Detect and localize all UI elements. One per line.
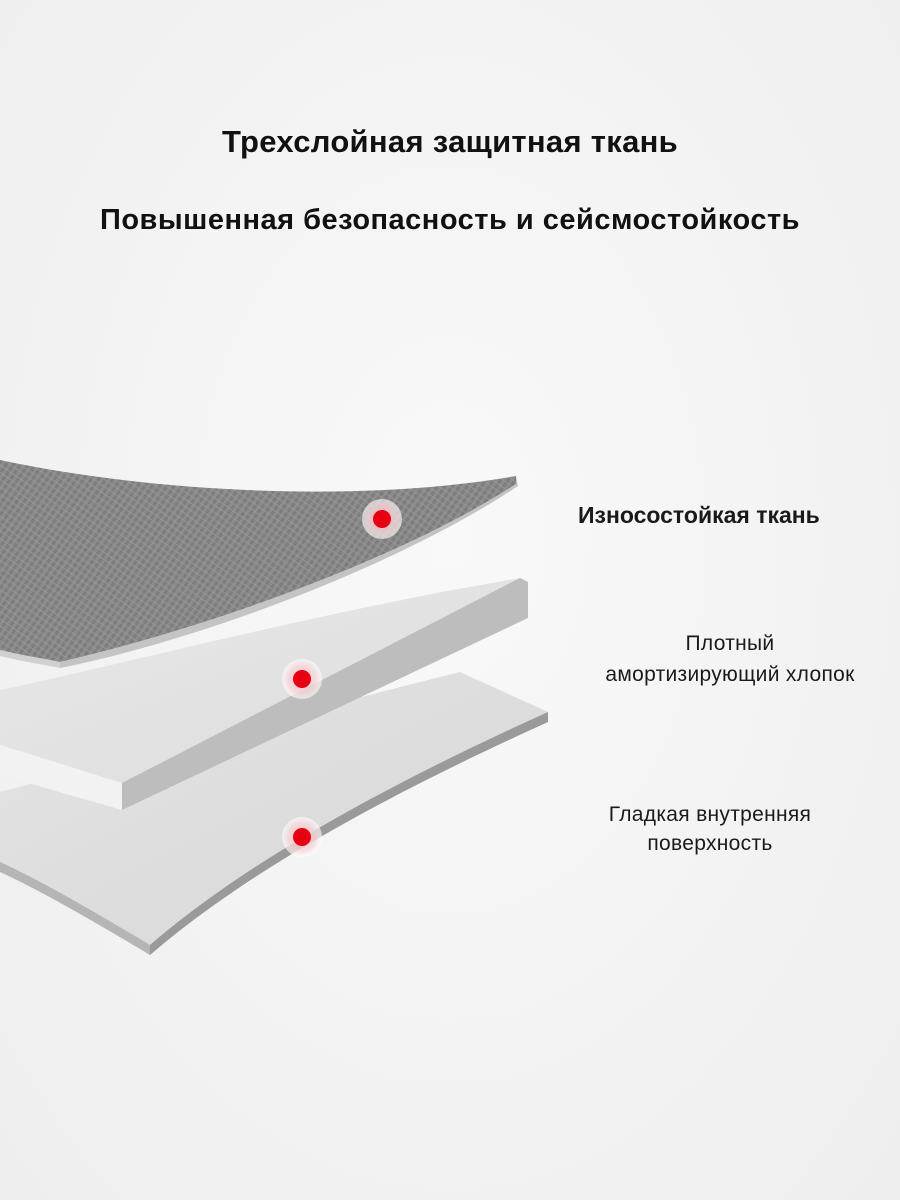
outer-layer-label-line: Износостойкая ткань [578, 502, 820, 528]
middle-layer-label: Плотный амортизирующий хлопок [580, 628, 880, 690]
page-title: Трехслойная защитная ткань [222, 124, 678, 159]
page-subtitle: Повышенная безопасность и сейсмостойкост… [100, 204, 800, 236]
inner-lining-layer [0, 672, 548, 955]
red-dot-marker-icon [362, 499, 402, 539]
inner-layer-label-line: поверхность [647, 832, 773, 855]
outer-layer-label: Износостойкая ткань [578, 502, 878, 529]
middle-layer-label-line: амортизирующий хлопок [605, 663, 855, 686]
middle-layer-label-line: Плотный [685, 632, 775, 655]
inner-layer-label: Гладкая внутренняя поверхность [585, 800, 835, 858]
foam-layer [0, 578, 528, 810]
red-dot-marker-icon [282, 817, 322, 857]
inner-layer-label-line: Гладкая внутренняя [608, 803, 812, 826]
red-dot-marker-icon [282, 659, 322, 699]
